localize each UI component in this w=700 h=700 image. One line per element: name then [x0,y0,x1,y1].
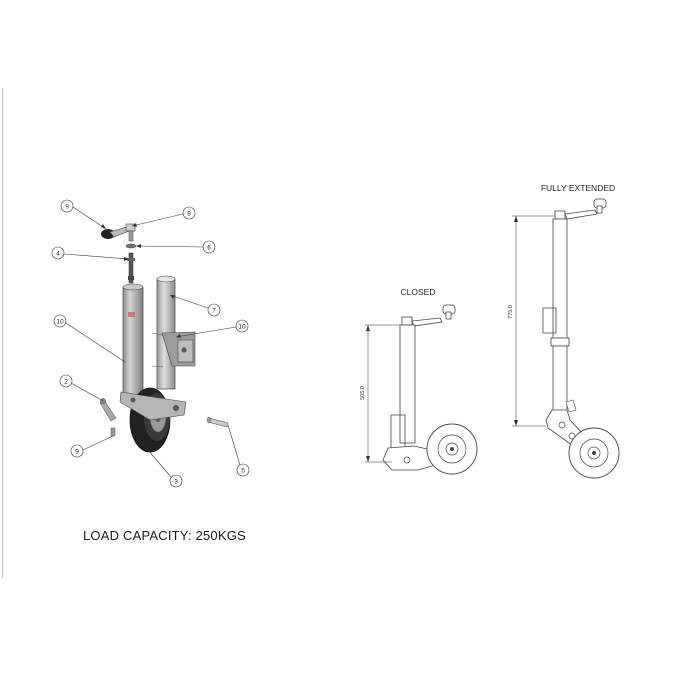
exploded-view: 9 8 4 6 7 10 10 2 9 3 5 [51,199,250,488]
callout-7: 7 [207,303,221,317]
closed-dimension [365,324,400,463]
load-capacity-caption: LOAD CAPACITY: 250KGS [83,528,246,543]
callout-8: 8 [182,206,196,220]
closed-tube [399,324,416,444]
extended-bracket [542,307,557,334]
clamp-bracket [151,331,196,368]
extended-wheel [568,427,620,479]
extended-view-title: FULLY EXTENDED [541,183,615,193]
callout-2: 2 [59,374,73,388]
svg-text:9: 9 [75,449,79,456]
closed-wheel [426,423,478,475]
washer-part [125,243,137,249]
inner-tube [122,283,144,398]
callout-9-top: 9 [60,199,74,213]
handle-assembly [101,223,136,242]
callout-circles: 9 8 4 6 7 10 10 2 9 3 5 [51,199,250,488]
svg-text:4: 4 [56,251,60,258]
callout-leaders [63,206,241,478]
closed-handle [401,304,456,327]
closed-view: CLOSED 505.0 [360,287,478,475]
svg-text:7: 7 [212,308,216,315]
locking-pin [99,398,117,422]
extended-handle [554,198,607,220]
svg-text:9: 9 [65,204,69,211]
axle-bolt [206,416,229,428]
left-frame-border [2,88,3,578]
callout-10-right: 10 [235,319,249,333]
callout-6: 6 [202,240,216,254]
callout-arrowheads [101,223,181,338]
wheel-fork [119,391,187,421]
spindle-part [128,252,134,284]
svg-text:3: 3 [174,479,178,486]
extended-outer-tube [552,345,568,413]
callout-9-bottom: 9 [70,444,84,458]
svg-text:6: 6 [207,245,211,252]
svg-text:10: 10 [238,324,246,331]
svg-text:5: 5 [241,468,245,475]
svg-text:2: 2 [64,379,68,386]
extended-dimension [512,215,555,427]
closed-dimension-label: 505.0 [360,386,366,400]
extended-dimension-label: 775.0 [508,305,514,319]
extended-view: FULLY EXTENDED [508,183,620,479]
svg-text:8: 8 [187,211,191,218]
svg-text:10: 10 [56,319,64,326]
callout-3: 3 [169,474,183,488]
callout-10-left: 10 [53,314,67,328]
callout-5: 5 [236,463,250,477]
callout-4: 4 [51,246,65,260]
closed-view-title: CLOSED [401,287,436,297]
extended-inner-tube [552,218,568,340]
